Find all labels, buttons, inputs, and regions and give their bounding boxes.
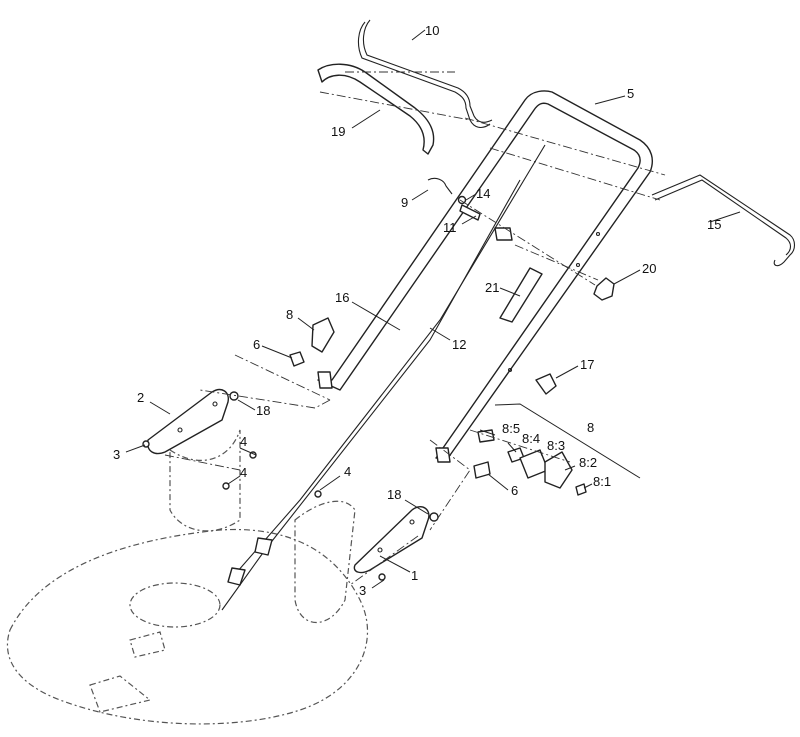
callout-10: 10: [425, 23, 439, 38]
bail-bar: [357, 19, 493, 129]
callout-21: 21: [485, 280, 499, 295]
callout-14: 14: [476, 186, 490, 201]
callout-6-bottom: 6: [511, 483, 518, 498]
assembly-bracket: [494, 403, 641, 479]
callout-6-top: 6: [253, 337, 260, 352]
callout-9: 9: [401, 195, 408, 210]
upper-handle: [317, 90, 653, 459]
callout-4-right: 4: [344, 464, 351, 479]
callout-4-upper: 4: [240, 434, 247, 449]
lower-handle: [317, 371, 451, 463]
height-bracket-right: [314, 490, 439, 581]
callout-8-3: 8:3: [547, 438, 565, 453]
alignment-lines: [164, 71, 666, 586]
mower-deck-outline: [6, 429, 369, 725]
callout-20: 20: [642, 261, 656, 276]
callout-8-2: 8:2: [579, 455, 597, 470]
handle-knob: [593, 277, 615, 301]
callout-11: 11: [443, 220, 457, 235]
control-cables: [221, 144, 546, 611]
cable-knob: [535, 373, 557, 395]
callout-1: 1: [411, 568, 418, 583]
callout-8-left: 8: [286, 307, 293, 322]
callout-2: 2: [137, 390, 144, 405]
right-lever-assembly: [473, 429, 587, 496]
callout-15: 15: [707, 217, 721, 232]
callout-labels: 10 5 19 9 14 11 15 20 21 16 8 12 6 17 2 …: [113, 23, 721, 598]
callout-8-1: 8:1: [593, 474, 611, 489]
drive-bail: [651, 174, 796, 267]
callout-17: 17: [580, 357, 594, 372]
decal: [499, 267, 543, 323]
callout-12: 12: [452, 337, 466, 352]
hardware-upper: [427, 177, 513, 241]
callout-3-left: 3: [113, 447, 120, 462]
callout-3-right: 3: [359, 583, 366, 598]
callout-19: 19: [331, 124, 345, 139]
callout-16: 16: [335, 290, 349, 305]
leader-lines: [125, 29, 741, 589]
left-lever-assembly: [289, 317, 335, 367]
callout-8-right: 8: [587, 420, 594, 435]
callout-5: 5: [627, 86, 634, 101]
callout-8-5: 8:5: [502, 421, 520, 436]
callout-4-middle: 4: [240, 465, 247, 480]
callout-18-left: 18: [256, 403, 270, 418]
callout-18-right: 18: [387, 487, 401, 502]
callout-8-4: 8:4: [522, 431, 540, 446]
